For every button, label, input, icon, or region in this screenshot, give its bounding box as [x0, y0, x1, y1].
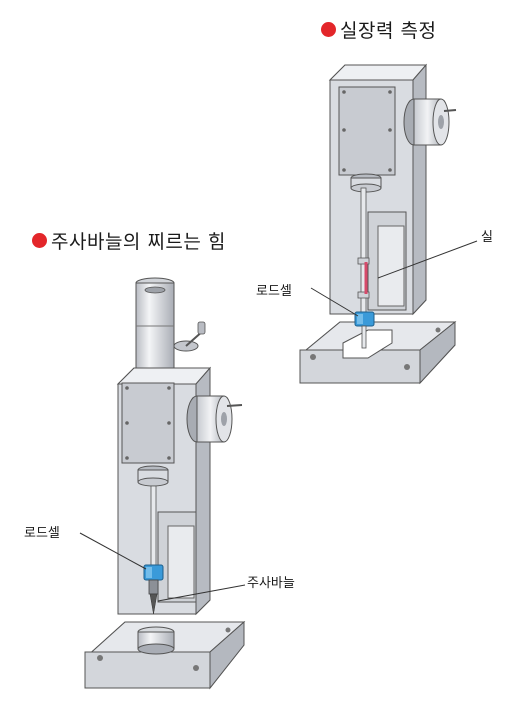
load-cell-label-top: 로드셀 [256, 284, 292, 299]
red-bullet-icon [321, 22, 336, 37]
thread-label: 실 [481, 230, 493, 245]
heading-needle-piercing: 주사바늘의 찌르는 힘 [32, 227, 226, 254]
heading-needle-piercing-text: 주사바늘의 찌르는 힘 [51, 231, 226, 253]
thread-tension-tester [299, 63, 478, 385]
heading-thread-tension: 실장력 측정 [321, 16, 436, 43]
red-bullet-icon [32, 233, 47, 248]
load-cell-label-bottom: 로드셀 [24, 526, 60, 541]
heading-thread-tension-text: 실장력 측정 [340, 20, 437, 42]
needle-label: 주사바늘 [247, 576, 295, 591]
needle-piercing-tester [79, 277, 246, 690]
